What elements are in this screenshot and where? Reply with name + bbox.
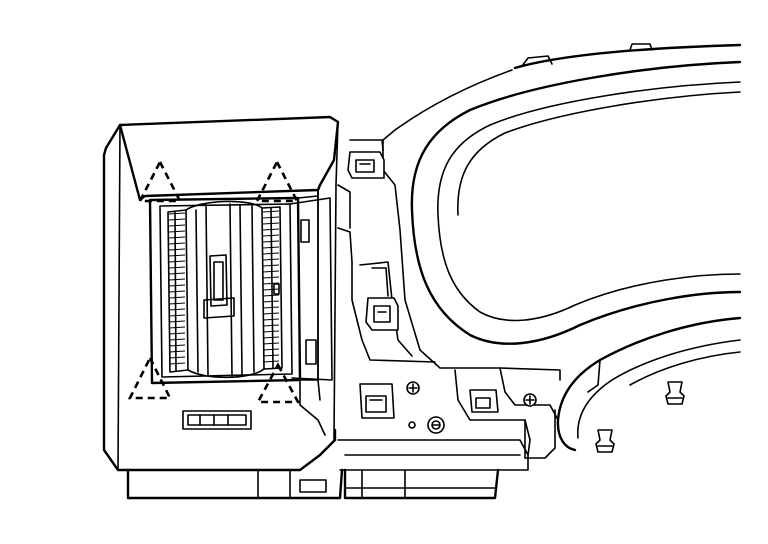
louver-rib <box>168 212 186 215</box>
louver-rib <box>168 236 186 239</box>
louver-rib <box>168 278 186 281</box>
instrument-panel-upper-pad <box>382 43 742 151</box>
electrical-connector <box>347 151 385 179</box>
lower-left-trim-strip <box>126 439 529 500</box>
louver-rib <box>262 252 280 255</box>
louver-rib <box>262 312 280 315</box>
switch-bezel <box>182 410 252 430</box>
louver-rib <box>262 294 280 297</box>
retainer-clip <box>665 381 685 405</box>
louver-rib <box>262 276 280 279</box>
louver-rib <box>262 264 280 267</box>
release-tab-marker-upper-right <box>254 159 300 203</box>
louver-rib <box>262 354 280 357</box>
louver-rib <box>262 318 280 321</box>
bolt-icon <box>408 421 416 429</box>
louver-rib <box>262 270 280 273</box>
louver-rib <box>168 284 186 287</box>
louver-rib <box>168 260 186 263</box>
louver-rib <box>262 306 280 309</box>
louver-rib <box>168 218 186 221</box>
louver-rib <box>262 222 280 225</box>
instrument-cluster-hood <box>410 60 742 345</box>
louver-rib <box>262 210 280 213</box>
retainer-clip <box>595 429 615 453</box>
center-support-bracket <box>337 139 561 459</box>
release-tab-marker-upper-left <box>137 159 183 203</box>
left-instrument-panel-trim <box>102 115 340 472</box>
louver-rib <box>168 290 186 293</box>
louver-rib <box>168 362 186 365</box>
louver-rib <box>262 234 280 237</box>
louver-rib <box>262 282 280 285</box>
louver-rib <box>168 350 186 353</box>
air-vent-barrel <box>185 200 265 379</box>
louver-rib <box>168 254 186 257</box>
louver-rib <box>262 216 280 219</box>
air-vent-bezel <box>148 189 333 385</box>
louver-rib <box>168 242 186 245</box>
louver-rib <box>168 356 186 359</box>
bolt-icon <box>406 381 420 395</box>
louver-rib <box>262 288 280 291</box>
louver-rib <box>168 248 186 251</box>
louver-rib <box>262 300 280 303</box>
air-vent-right-louvers <box>261 206 283 370</box>
louver-rib <box>168 320 186 323</box>
louver-rib <box>262 342 280 345</box>
louver-rib <box>168 296 186 299</box>
louver-rib <box>262 240 280 243</box>
louver-rib <box>262 330 280 333</box>
louver-rib <box>168 272 186 275</box>
louver-rib <box>168 314 186 317</box>
louver-rib <box>168 338 186 341</box>
bolt-icon <box>427 416 445 434</box>
electrical-connector <box>365 267 399 331</box>
louver-rib <box>168 302 186 305</box>
louver-rib <box>168 308 186 311</box>
louver-rib <box>168 326 186 329</box>
louver-rib <box>168 266 186 269</box>
air-vent-louver-ribs <box>168 210 280 365</box>
louver-rib <box>168 224 186 227</box>
louver-rib <box>262 324 280 327</box>
louver-rib <box>262 336 280 339</box>
louver-rib <box>168 230 186 233</box>
lower-right-dash-trim <box>556 316 742 452</box>
louver-rib <box>262 228 280 231</box>
louver-rib <box>262 360 280 363</box>
louver-rib <box>262 258 280 261</box>
louver-rib <box>262 246 280 249</box>
release-tab-marker-lower-left <box>127 355 173 400</box>
bolt-icon <box>523 393 537 407</box>
louver-rib <box>168 332 186 335</box>
release-tab-marker-lower-right <box>255 362 301 404</box>
electrical-connector <box>359 383 395 419</box>
electrical-connector <box>469 389 499 413</box>
louver-rib <box>168 344 186 347</box>
louver-rib <box>262 348 280 351</box>
